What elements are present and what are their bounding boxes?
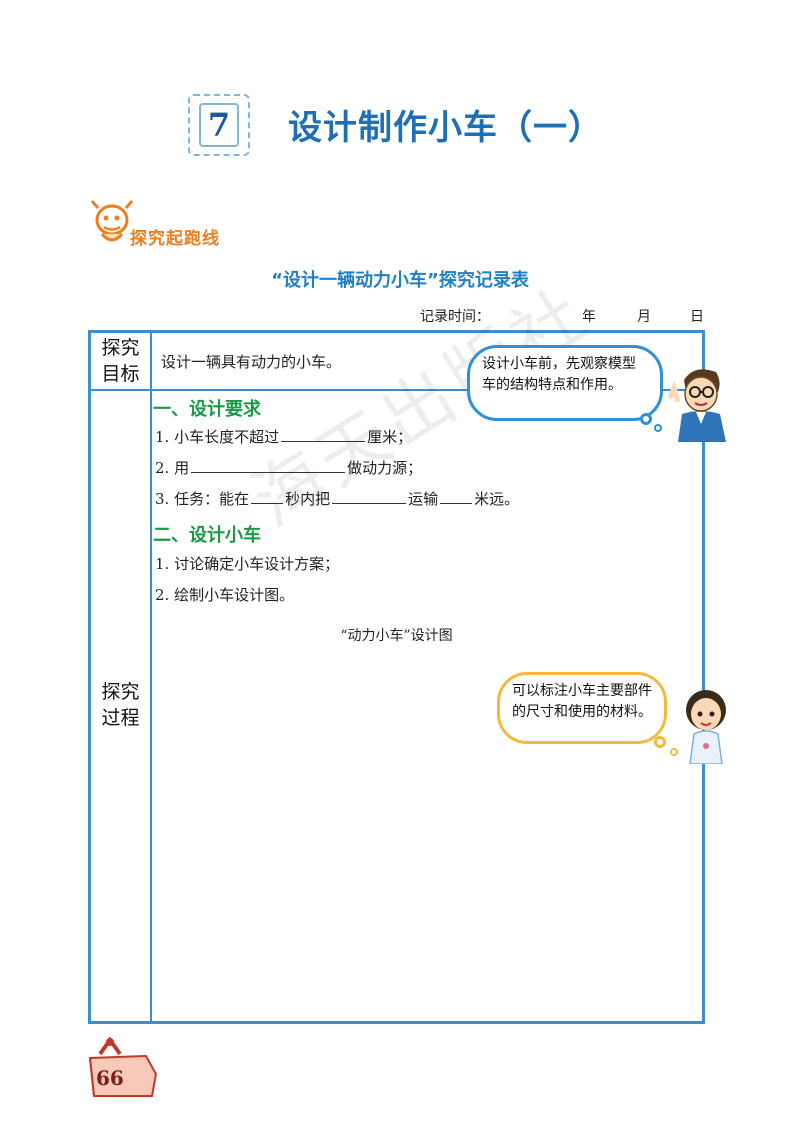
cargo-blank[interactable]	[332, 488, 407, 504]
teacher-bubble-tail-small	[654, 424, 662, 432]
record-time-month: 月	[637, 309, 651, 325]
requirement-task: 3. 任务：能在 秒内把 运输 米远。	[155, 488, 519, 509]
requirement-length: 1. 小车长度不超过 厘米；	[155, 426, 412, 447]
design-caption: “动力小车”设计图	[340, 628, 453, 644]
student-speech-bubble: 可以标注小车主要部件的尺寸和使用的材料。	[497, 672, 667, 744]
student-bubble-tail	[654, 736, 666, 748]
cow-mascot-icon	[90, 200, 134, 242]
lesson-number: 7	[199, 103, 239, 147]
task-text-a: 3. 任务：能在	[155, 490, 250, 508]
goal-text: 设计一辆具有动力的小车。	[161, 353, 342, 371]
teacher-speech-bubble: 设计小车前，先观察模型车的结构特点和作用。	[467, 345, 663, 421]
requirements-heading: 一、设计要求	[153, 399, 261, 420]
process-head-line2: 过程	[101, 707, 140, 729]
task-text-c: 运输	[408, 490, 439, 508]
distance-blank[interactable]	[440, 488, 473, 504]
table-title: “设计一辆动力小车”探究记录表	[271, 270, 529, 291]
process-row-head: 探究 过程	[91, 679, 150, 731]
section-label: 探究起跑线	[130, 229, 220, 249]
requirement-power: 2. 用 做动力源；	[155, 457, 422, 478]
page-number: 66	[96, 1066, 124, 1090]
record-time-day: 日	[690, 309, 704, 325]
record-time-year: 年	[582, 309, 596, 325]
student-bubble-tail-small	[670, 748, 678, 756]
goal-head-line1: 探究	[101, 337, 140, 359]
teacher-bubble-tail	[640, 413, 652, 425]
requirement-length-unit: 厘米；	[367, 428, 413, 446]
goal-head-line2: 目标	[101, 363, 140, 385]
teacher-avatar-icon	[667, 369, 726, 442]
lesson-number-box: 7	[188, 94, 250, 156]
section-badge: 探究起跑线	[86, 198, 246, 250]
task-text-b: 秒内把	[285, 490, 331, 508]
design-heading: 二、设计小车	[153, 525, 261, 546]
requirement-length-text: 1. 小车长度不超过	[155, 428, 280, 446]
record-table: 探究 目标 设计一辆具有动力的小车。 探究 过程 一、设计要求 1. 小车长度不…	[88, 330, 705, 1024]
lesson-title: 设计制作小车（一）	[288, 108, 603, 148]
design-step-2: 2. 绘制小车设计图。	[155, 586, 295, 604]
process-head-line1: 探究	[101, 681, 140, 703]
length-blank[interactable]	[281, 426, 366, 442]
record-time-label: 记录时间：	[420, 309, 490, 325]
task-text-d: 米远。	[474, 490, 520, 508]
design-step-1: 1. 讨论确定小车设计方案；	[155, 555, 340, 573]
seconds-blank[interactable]	[251, 488, 284, 504]
student-avatar-icon	[686, 690, 726, 764]
requirement-power-text: 2. 用	[155, 459, 190, 477]
power-source-blank[interactable]	[191, 457, 346, 473]
row-divider	[91, 389, 702, 391]
goal-row-head: 探究 目标	[91, 335, 150, 387]
page-number-badge-icon	[88, 1036, 158, 1097]
requirement-power-suffix: 做动力源；	[347, 459, 423, 477]
column-divider	[150, 333, 152, 1021]
